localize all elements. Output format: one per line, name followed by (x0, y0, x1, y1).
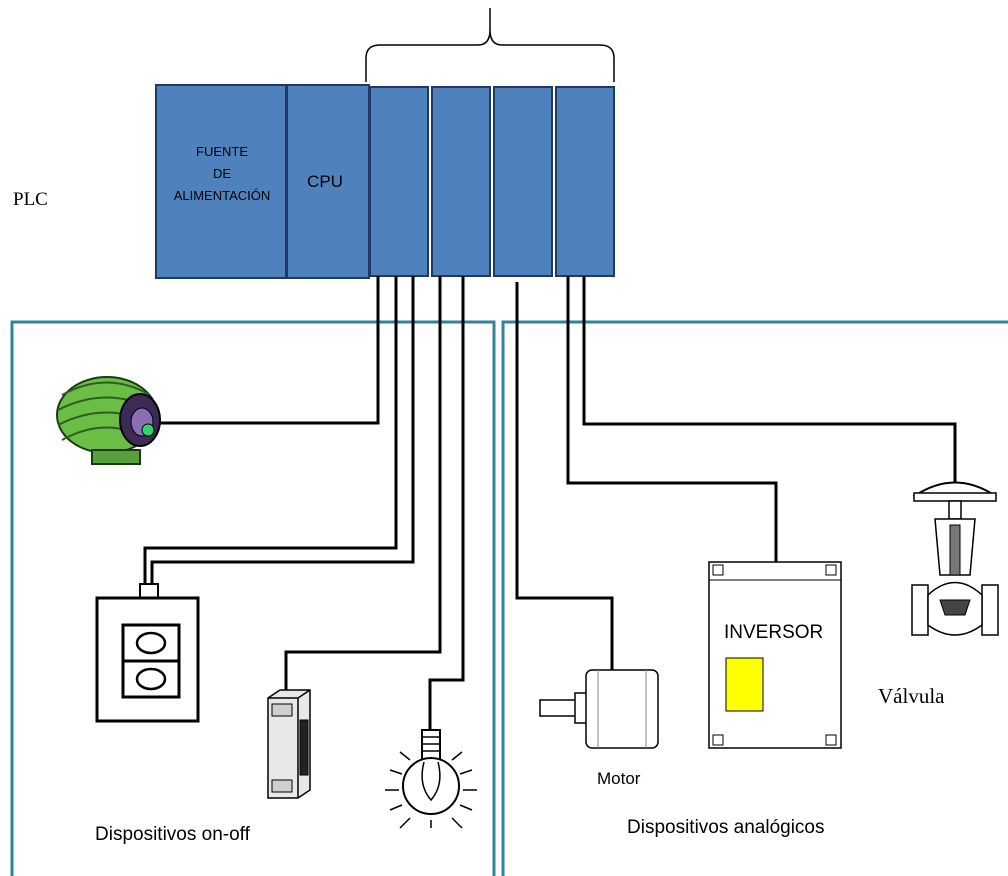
analog-group-frame (501, 320, 1008, 876)
double-switch-icon (95, 583, 200, 723)
inverter-label: INVERSOR (724, 622, 823, 643)
wire-valve (582, 276, 957, 482)
wire-motor-onoff (148, 276, 380, 425)
inverter-panel (725, 657, 764, 712)
analog-group-label: Dispositivos analógicos (627, 817, 825, 838)
power-supply-module (155, 84, 287, 279)
power-supply-label-line1: FUENTE (196, 144, 248, 159)
light-bulb-icon (385, 729, 477, 829)
servo-motor-icon (539, 669, 659, 749)
cpu-label: CPU (307, 172, 343, 191)
wire-contactor (284, 276, 442, 690)
onoff-group-frame (10, 320, 496, 876)
valve-label: Válvula (878, 684, 945, 708)
io-module-3 (493, 86, 553, 277)
wiring (143, 276, 957, 730)
plc-label: PLC (13, 189, 48, 210)
io-module-4 (555, 86, 615, 277)
power-supply-label-line2: DE (213, 166, 231, 181)
wire-switch-a (143, 276, 398, 590)
onoff-group-label: Dispositivos on-off (95, 824, 251, 845)
plc-rack (155, 84, 615, 279)
io-modules-brace (365, 8, 615, 82)
wire-switch-b (150, 276, 415, 590)
wire-bulb (428, 276, 465, 730)
power-supply-label-line3: ALIMENTACIÓN (174, 188, 271, 203)
wire-inverter (566, 276, 778, 562)
control-valve-icon (911, 481, 999, 636)
electric-motor-icon (56, 376, 161, 465)
motor-label: Motor (597, 769, 641, 788)
contactor-icon (267, 689, 311, 799)
io-module-1 (369, 86, 429, 277)
inverter-drive-icon (708, 561, 842, 749)
io-module-2 (431, 86, 491, 277)
wire-motor-analog (515, 282, 614, 670)
